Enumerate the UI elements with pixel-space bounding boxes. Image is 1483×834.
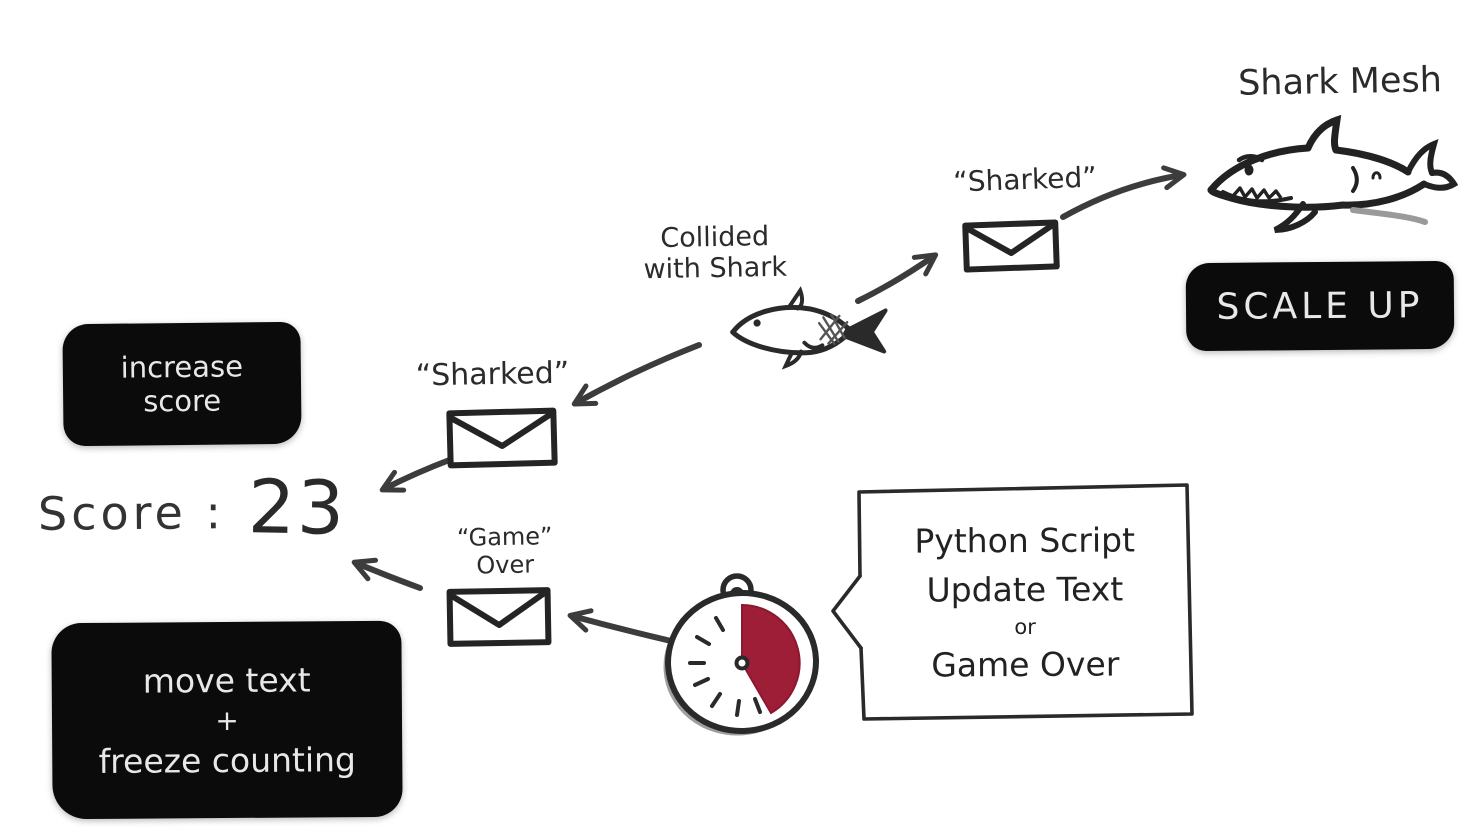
- game-over-line1: “Game”: [456, 522, 553, 552]
- increase-score-line1: increase: [120, 349, 244, 385]
- shark-icon: [1207, 114, 1459, 233]
- stopwatch-icon: [663, 573, 819, 736]
- collided-line1: Collided: [660, 221, 770, 254]
- score-value: 23: [247, 464, 347, 552]
- arrow-timer-to-gameover: [567, 608, 674, 644]
- move-text-line1: move text: [142, 659, 311, 701]
- sharked-message-label-left: “Sharked”: [415, 355, 570, 394]
- arrow-gameover-to-score: [351, 557, 423, 591]
- move-text-freeze-panel: move text + freeze counting: [51, 620, 403, 820]
- collided-line2: with Shark: [643, 251, 788, 286]
- increase-score-line2: score: [143, 383, 222, 419]
- python-script-box: Python Script Update Text or Game Over: [865, 491, 1184, 713]
- scale-up-label: SCALE UP: [1216, 284, 1424, 328]
- game-over-line2: Over: [476, 550, 535, 580]
- game-over-message-label: “Game” Over: [440, 522, 571, 580]
- arrow-fish-to-sharked-right: [855, 252, 939, 304]
- python-script-box-outline: [831, 483, 1194, 721]
- score-label: Score :: [37, 485, 226, 541]
- move-text-line2: +: [215, 703, 239, 737]
- python-script-line3: or: [1014, 614, 1036, 639]
- collided-with-shark-label: Collided with Shark: [619, 220, 810, 285]
- scale-up-panel: SCALE UP: [1185, 260, 1455, 352]
- arrow-sharked-right-to-shark: [1060, 165, 1187, 220]
- sharked-message-label-right: “Sharked”: [952, 160, 1098, 199]
- increase-score-panel: increase score: [62, 321, 302, 447]
- shark-mesh-title: Shark Mesh: [1237, 60, 1443, 104]
- arrow-fish-to-sharked-left: [571, 342, 702, 407]
- fish-icon: [730, 286, 888, 370]
- envelope-icon: [446, 587, 552, 647]
- arrow-sharked-left-to-score: [379, 456, 455, 493]
- python-script-line2: Update Text: [926, 568, 1124, 610]
- python-script-line4: Game Over: [931, 644, 1120, 684]
- python-script-line1: Python Script: [914, 519, 1136, 561]
- move-text-line3: freeze counting: [98, 739, 357, 781]
- envelope-icon: [962, 219, 1060, 273]
- callout-pointer-icon: [831, 574, 863, 650]
- envelope-icon: [446, 407, 558, 469]
